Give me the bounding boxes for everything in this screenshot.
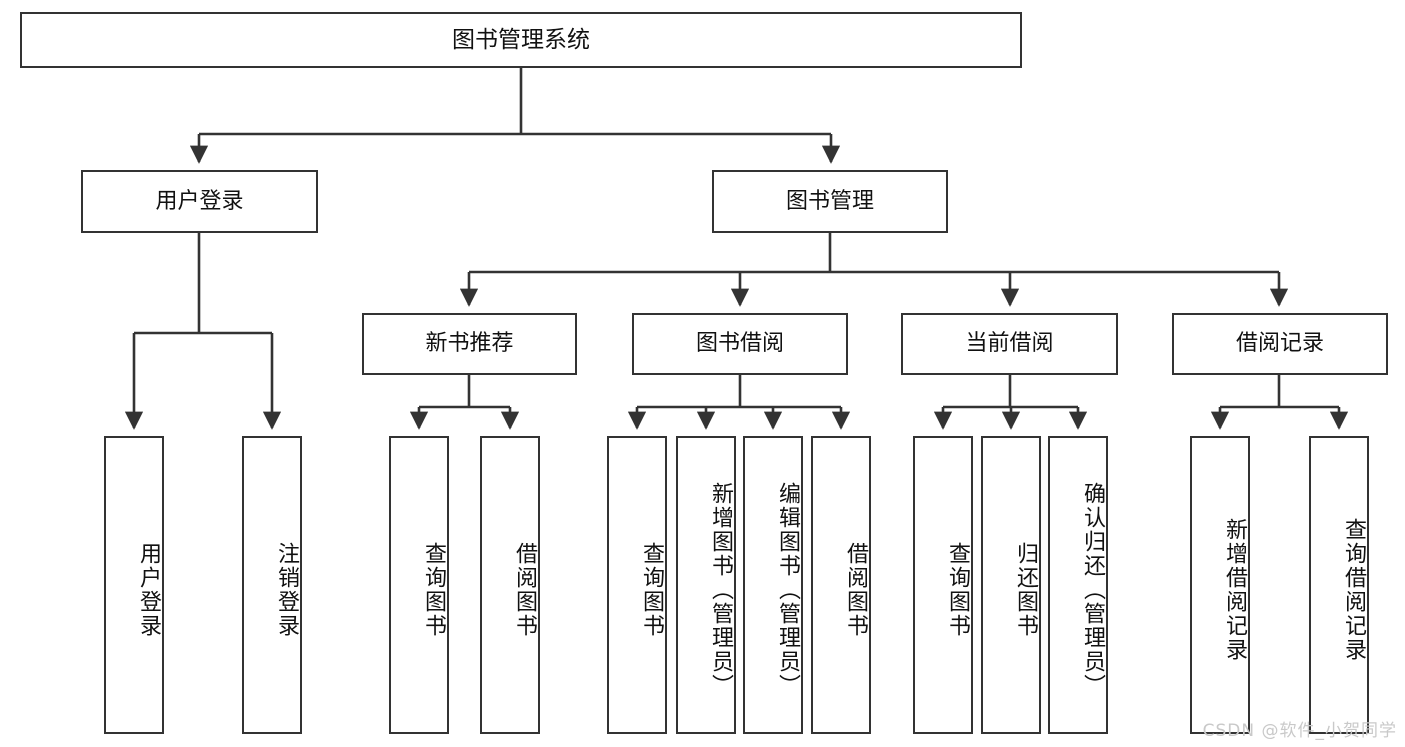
node-book-borrow[interactable]: 图书借阅: [632, 313, 848, 375]
node-label: 查询图书: [421, 542, 446, 638]
leaf-borrow-book-1[interactable]: 借阅图书: [480, 436, 540, 734]
node-label: 借阅图书: [512, 542, 537, 638]
node-label: 当前借阅: [965, 331, 1054, 357]
node-label: 借阅图书: [843, 542, 868, 638]
node-label: 新书推荐: [425, 331, 514, 357]
leaf-return-book[interactable]: 归还图书: [981, 436, 1041, 734]
node-current-borrow[interactable]: 当前借阅: [901, 313, 1118, 375]
leaf-query-borrow-record[interactable]: 查询借阅记录: [1309, 436, 1369, 734]
node-label: 用户登录: [155, 188, 244, 214]
node-label: 新增借阅记录: [1222, 518, 1247, 662]
node-user-login[interactable]: 用户登录: [81, 170, 318, 233]
node-label: 图书管理: [785, 188, 874, 214]
node-label: 注销登录: [274, 542, 299, 638]
node-borrow-record[interactable]: 借阅记录: [1172, 313, 1388, 375]
node-label: 用户登录: [136, 542, 161, 638]
node-label: 查询图书: [639, 542, 664, 638]
leaf-edit-book-admin[interactable]: 编辑图书（管理员）: [743, 436, 803, 734]
node-book-management[interactable]: 图书管理: [712, 170, 948, 233]
leaf-logout[interactable]: 注销登录: [242, 436, 302, 734]
node-label: 图书管理系统: [452, 26, 590, 53]
node-root-book-management-system[interactable]: 图书管理系统: [20, 12, 1022, 68]
leaf-confirm-return-admin[interactable]: 确认归还（管理员）: [1048, 436, 1108, 734]
leaf-borrow-book-2[interactable]: 借阅图书: [811, 436, 871, 734]
node-label: 确认归还（管理员）: [1080, 482, 1105, 698]
node-label: 新增图书（管理员）: [708, 482, 733, 698]
node-label: 借阅记录: [1235, 331, 1324, 357]
node-label: 归还图书: [1013, 542, 1038, 638]
leaf-query-book-1[interactable]: 查询图书: [389, 436, 449, 734]
leaf-add-book-admin[interactable]: 新增图书（管理员）: [676, 436, 736, 734]
node-label: 图书借阅: [695, 331, 784, 357]
watermark: CSDN @软件_小贺同学: [1202, 721, 1397, 741]
node-label: 查询借阅记录: [1341, 518, 1366, 662]
leaf-user-login[interactable]: 用户登录: [104, 436, 164, 734]
node-label: 查询图书: [945, 542, 970, 638]
node-label: 编辑图书（管理员）: [775, 482, 800, 698]
leaf-query-book-2[interactable]: 查询图书: [607, 436, 667, 734]
leaf-add-borrow-record[interactable]: 新增借阅记录: [1190, 436, 1250, 734]
node-new-book-recommend[interactable]: 新书推荐: [362, 313, 577, 375]
leaf-query-book-3[interactable]: 查询图书: [913, 436, 973, 734]
